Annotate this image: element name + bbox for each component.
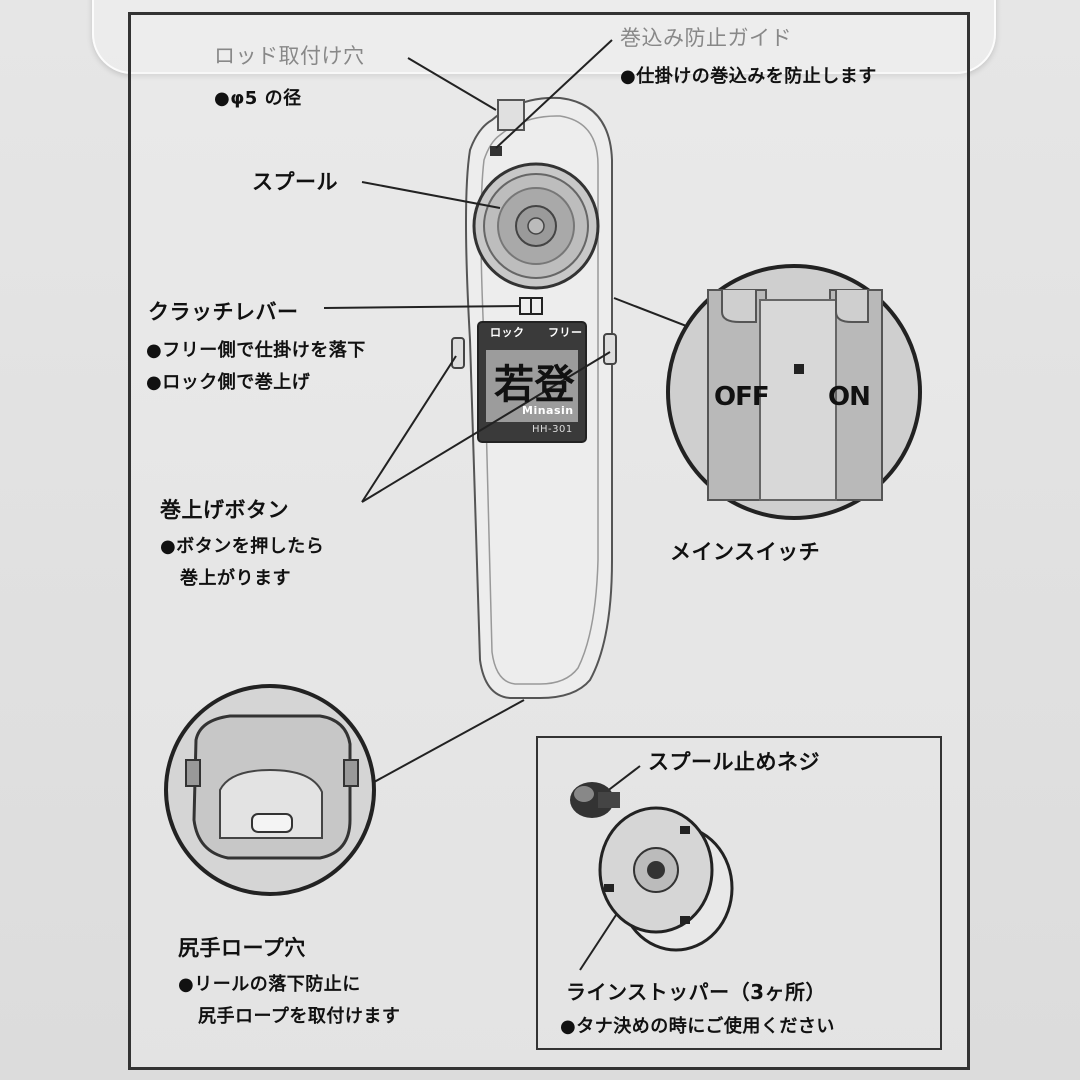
line-stopper-spool-icon: [598, 806, 734, 952]
note-rope-2: 尻手ロープを取付けます: [198, 1006, 401, 1027]
leader-spool: [361, 181, 501, 209]
note-rope-1: ●リールの落下防止に: [178, 974, 361, 995]
rope-hole-detail: [164, 684, 376, 896]
note-rod-hole: ●φ5 の径: [214, 88, 302, 109]
label-line-stopper: ラインストッパー（3ヶ所）: [566, 980, 827, 1004]
label-main-switch: メインスイッチ: [670, 540, 821, 564]
wind-button-left: [451, 337, 465, 369]
note-guide: ●仕掛けの巻込みを防止します: [620, 66, 877, 87]
model-number: HH-301: [532, 424, 573, 435]
leader-wind-right: [361, 351, 611, 503]
label-spool-screw: スプール止めネジ: [648, 750, 820, 774]
note-line-stopper: ●タナ決めの時にご使用ください: [560, 1016, 835, 1037]
leader-rod-hole: [407, 57, 497, 111]
note-wind-1: ●ボタンを押したら: [160, 536, 325, 557]
label-spool: スプール: [252, 170, 338, 194]
label-clutch: クラッチレバー: [148, 300, 299, 324]
brand-sub: Minasin: [522, 404, 574, 417]
leader-clutch: [323, 305, 521, 309]
parts-box: [536, 736, 942, 1050]
note-wind-2: 巻上がります: [180, 568, 291, 589]
note-clutch-1: ●フリー側で仕掛けを落下: [146, 340, 366, 361]
main-switch-detail: [666, 264, 922, 520]
label-rod-hole: ロッド取付け穴: [214, 44, 365, 68]
spool-screw-icon: [570, 782, 620, 818]
leader-screw: [605, 765, 641, 793]
lever-free-label: フリー: [548, 326, 583, 339]
leader-wind-left: [361, 355, 457, 503]
label-guide: 巻込み防止ガイド: [620, 26, 792, 50]
note-clutch-2: ●ロック側で巻上げ: [146, 372, 311, 393]
guide-slot-icon: [490, 146, 502, 156]
wind-button-right: [603, 333, 617, 365]
switch-on-text: ON: [828, 382, 871, 412]
leader-stopper: [579, 911, 619, 971]
label-wind-button: 巻上げボタン: [160, 498, 289, 522]
brand-kanji: 若登: [494, 361, 575, 408]
switch-off-text: OFF: [714, 382, 770, 412]
label-rope-hole: 尻手ロープ穴: [178, 936, 306, 960]
reel-body-inner: [480, 115, 599, 685]
lever-lock-label: ロック: [490, 326, 525, 339]
leader-guide: [495, 39, 613, 149]
